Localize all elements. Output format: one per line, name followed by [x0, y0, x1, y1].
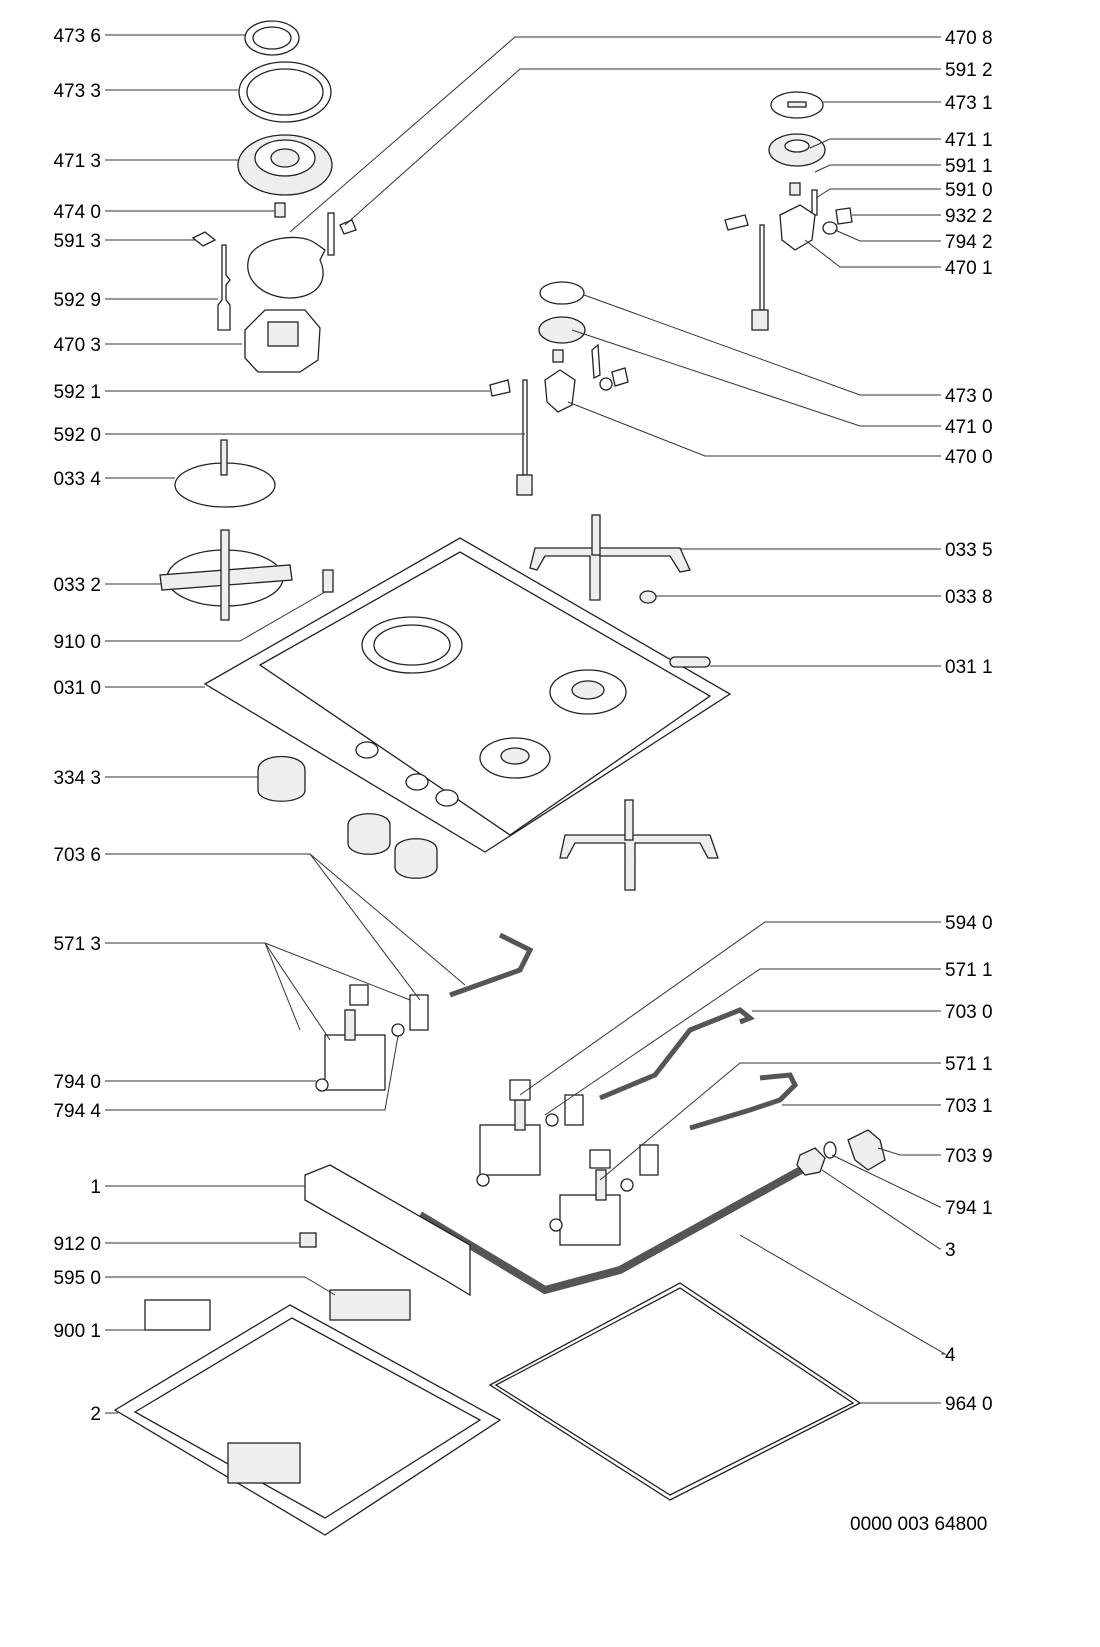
leader-line [344, 68, 941, 226]
leader-line [739, 1234, 947, 1355]
leader-line [815, 188, 941, 199]
leader-line [567, 401, 941, 457]
callout-label: 794 4 [53, 1101, 101, 1122]
callout-label: 594 0 [945, 913, 993, 934]
part-pan-support-cross [529, 547, 691, 601]
callout-label: 1 [90, 1177, 101, 1198]
leader-line [877, 1147, 941, 1156]
leader-line [519, 921, 941, 1096]
part-gasket-ring [247, 236, 326, 299]
callout-label: 964 0 [945, 1394, 993, 1415]
part-gas-tube-1 [599, 1007, 755, 1101]
leader-line [814, 164, 941, 173]
leader-line [831, 1154, 941, 1208]
callout-label: 474 0 [53, 202, 101, 223]
callout-label: 471 1 [945, 130, 993, 151]
callout-label: 703 1 [945, 1096, 993, 1117]
part-burner-crown-semi [538, 316, 586, 344]
part-gas-tube-short [449, 932, 534, 998]
callout-labels: 473 6 473 3 471 3 474 0 591 3 592 9 470 3 592 1… [53, 26, 992, 1425]
part-nut [796, 1147, 826, 1176]
callout-label: 591 2 [945, 60, 993, 81]
callout-label: 703 0 [945, 1002, 993, 1023]
callout-label: 473 3 [53, 81, 101, 102]
callout-label: 794 0 [53, 1072, 101, 1093]
leader-line [804, 239, 941, 268]
leader-line [544, 968, 941, 1116]
callout-label: 033 2 [53, 575, 101, 596]
callout-label: 031 1 [945, 657, 993, 678]
leader-line [289, 36, 941, 233]
callout-label: 473 6 [53, 26, 101, 47]
callout-label: 4 [945, 1345, 956, 1366]
leader-line [583, 294, 941, 396]
callout-label: 591 0 [945, 180, 993, 201]
leader-line [834, 229, 941, 242]
callout-label: 900 1 [53, 1321, 101, 1342]
callout-label: 033 5 [945, 540, 993, 561]
callout-label: 912 0 [53, 1234, 101, 1255]
callout-label: 471 0 [945, 417, 993, 438]
callout-label: 794 1 [945, 1198, 993, 1219]
leader-line [821, 1169, 941, 1250]
part-ignition-rail [304, 1164, 471, 1297]
callout-label: 703 9 [945, 1146, 993, 1167]
callout-label: 470 3 [53, 335, 101, 356]
part-ignition-unit [329, 1289, 411, 1321]
part-elbow-connector [847, 1129, 886, 1171]
callout-label: 033 8 [945, 587, 993, 608]
callout-label: 470 0 [945, 447, 993, 468]
leader-line [105, 942, 301, 1031]
callout-label: 473 1 [945, 93, 993, 114]
leader-line [105, 942, 331, 1041]
part-burner-cap-semi [539, 281, 585, 305]
callout-label: 910 0 [53, 632, 101, 653]
callout-label: 2 [90, 1404, 101, 1425]
part-control-knob [257, 755, 306, 802]
leader-line [105, 853, 466, 986]
part-gas-valve-rear [559, 1194, 621, 1246]
part-thermocouple [217, 244, 231, 331]
part-gas-tube-2 [689, 1072, 799, 1131]
callout-label: 595 0 [53, 1268, 101, 1289]
parts-drawing [113, 20, 886, 1536]
callout-label: 334 3 [53, 768, 101, 789]
callout-label: 031 0 [53, 678, 101, 699]
part-gas-valve-front [479, 1124, 541, 1176]
leader-line [105, 1276, 336, 1296]
callout-label: 592 0 [53, 425, 101, 446]
part-gas-valve [324, 1034, 386, 1091]
leader-lines [105, 34, 947, 1414]
callout-label: 591 3 [53, 231, 101, 252]
callout-label: 470 8 [945, 28, 993, 49]
part-clip [191, 231, 217, 247]
leader-line [105, 1035, 399, 1111]
leader-line [809, 138, 941, 149]
callout-label: 932 2 [945, 206, 993, 227]
callout-label: 703 6 [53, 845, 101, 866]
callout-label: 592 1 [53, 382, 101, 403]
callout-label: 3 [945, 1240, 956, 1261]
part-gas-pipe-main [417, 1161, 812, 1295]
part-injector [274, 202, 286, 218]
callout-label: 471 3 [53, 151, 101, 172]
callout-label: 473 0 [945, 386, 993, 407]
callout-label: 571 1 [945, 960, 993, 981]
leader-line [599, 1062, 941, 1181]
callout-label: 470 1 [945, 258, 993, 279]
leader-line [105, 591, 326, 642]
callout-label: 592 9 [53, 290, 101, 311]
callout-label: 591 1 [945, 156, 993, 177]
callout-label: 571 1 [945, 1054, 993, 1075]
callout-label: 033 4 [53, 469, 101, 490]
leader-line [105, 853, 421, 1001]
callout-label: 571 3 [53, 934, 101, 955]
callout-label: 794 2 [945, 232, 993, 253]
drawing-number: 0000 003 64800 [850, 1514, 987, 1535]
leader-line [571, 329, 941, 427]
